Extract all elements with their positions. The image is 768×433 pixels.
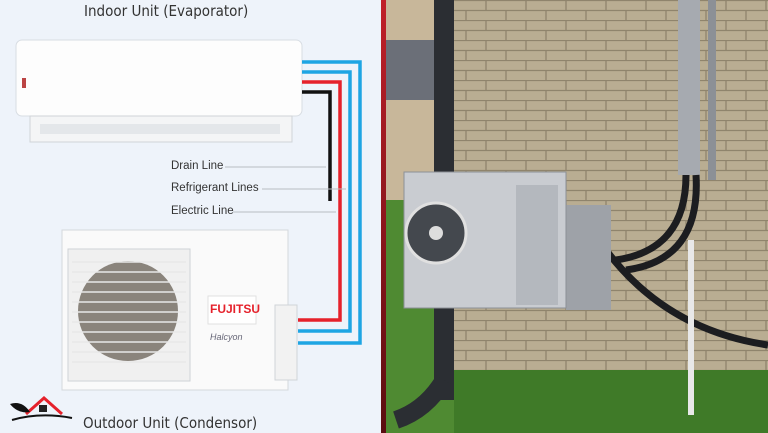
installation-photo [386,0,768,433]
brand-logo: FUJITSU [210,302,261,316]
outdoor-unit-title: Outdoor Unit (Condensor) [83,414,258,432]
label-electric-line: Electric Line [171,205,234,217]
electric-line [298,80,342,322]
diagram-panel: Indoor Unit (Evaporator) [0,0,383,433]
indoor-unit [15,39,303,143]
refrigerant-line-inner [298,70,352,333]
refrigerant-line-outer [298,60,362,345]
house-logo [10,395,73,421]
label-leaders [225,166,346,213]
label-drain-line: Drain Line [171,160,224,172]
outdoor-unit [61,229,298,391]
drain-line [302,90,332,201]
model-logo: Halcyon [210,332,243,342]
label-refrigerant-lines: Refrigerant Lines [171,182,259,194]
lines [298,60,362,345]
line-diagram [10,39,362,421]
indoor-unit-title: Indoor Unit (Evaporator) [84,2,249,20]
divider [381,0,386,433]
